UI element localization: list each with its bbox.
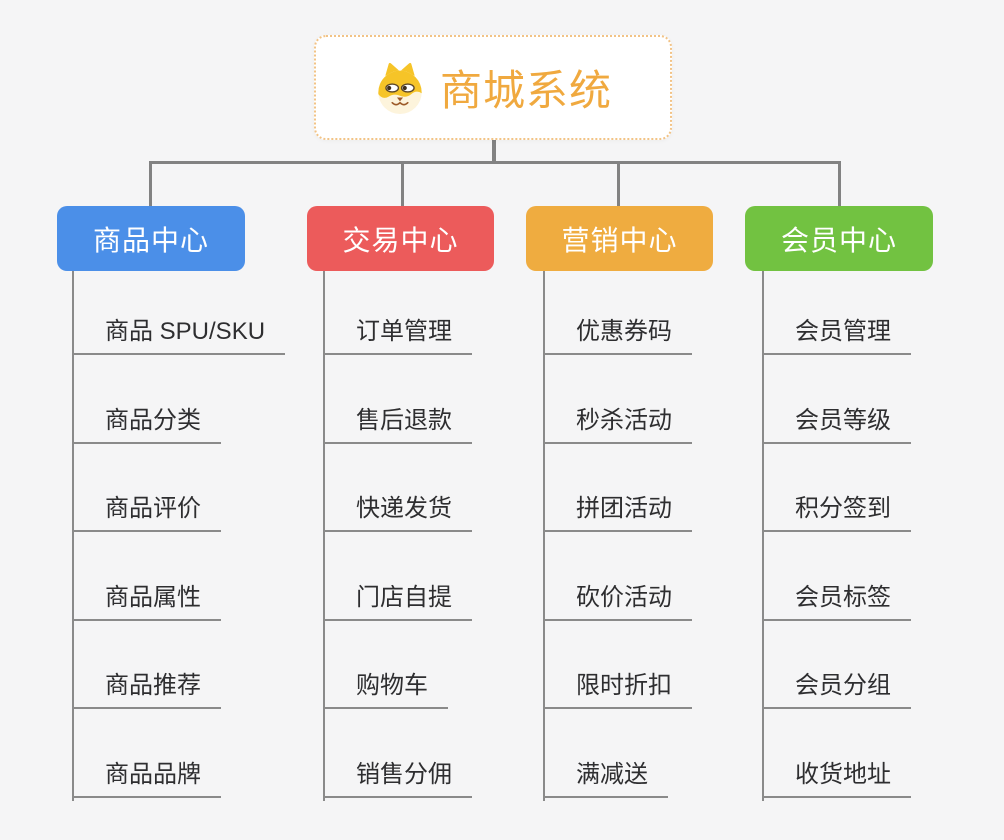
connector-drop-marketing <box>617 161 620 207</box>
leaf-node[interactable]: 限时折扣 <box>543 671 692 709</box>
leaf-node[interactable]: 收货地址 <box>762 760 911 798</box>
leaf-node[interactable]: 售后退款 <box>323 406 472 444</box>
leaf-node[interactable]: 门店自提 <box>323 583 472 621</box>
leaf-node[interactable]: 优惠券码 <box>543 317 692 355</box>
branch-header-label: 商品中心 <box>92 224 209 256</box>
leaf-node[interactable]: 商品 SPU/SKU <box>72 317 286 355</box>
leaf-node[interactable]: 会员管理 <box>762 317 911 355</box>
connector-trunk-member <box>762 269 764 801</box>
connector-drop-member <box>838 161 841 207</box>
leaf-node[interactable]: 商品推荐 <box>72 671 221 709</box>
branch-header-trade-center[interactable]: 交易中心 <box>307 206 494 271</box>
leaf-node[interactable]: 订单管理 <box>323 317 472 355</box>
connector-root-stem <box>492 140 496 163</box>
leaf-node[interactable]: 销售分佣 <box>323 760 472 798</box>
branch-header-label: 会员中心 <box>780 224 897 256</box>
branch-header-product-center[interactable]: 商品中心 <box>57 206 245 271</box>
leaf-node[interactable]: 会员等级 <box>762 406 911 444</box>
leaf-node[interactable]: 积分签到 <box>762 494 911 532</box>
leaf-node[interactable]: 会员标签 <box>762 583 911 621</box>
leaf-node[interactable]: 砍价活动 <box>543 583 692 621</box>
connector-trunk-marketing <box>543 269 545 801</box>
leaf-node[interactable]: 商品品牌 <box>72 760 221 798</box>
shiba-dog-icon <box>378 62 422 114</box>
leaf-node[interactable]: 购物车 <box>323 671 448 709</box>
branch-header-member-center[interactable]: 会员中心 <box>745 206 933 271</box>
leaf-node[interactable]: 商品评价 <box>72 494 221 532</box>
leaf-node[interactable]: 会员分组 <box>762 671 911 709</box>
leaf-node[interactable]: 商品分类 <box>72 406 221 444</box>
leaf-node[interactable]: 快递发货 <box>323 494 472 532</box>
connector-trunk-product <box>72 269 74 801</box>
root-node[interactable]: 商城系统 <box>314 35 672 140</box>
leaf-node[interactable]: 拼团活动 <box>543 494 692 532</box>
branch-header-label: 营销中心 <box>561 224 678 256</box>
leaf-node[interactable]: 满减送 <box>543 760 668 798</box>
leaf-node[interactable]: 商品属性 <box>72 583 221 621</box>
connector-drop-trade <box>401 161 404 207</box>
branch-header-label: 交易中心 <box>342 224 459 256</box>
connector-trunk-trade <box>323 269 325 801</box>
branch-header-marketing-center[interactable]: 营销中心 <box>526 206 713 271</box>
leaf-node[interactable]: 秒杀活动 <box>543 406 692 444</box>
root-title: 商城系统 <box>439 67 612 114</box>
connector-horizontal-bar <box>149 161 841 164</box>
connector-drop-product <box>149 161 152 207</box>
